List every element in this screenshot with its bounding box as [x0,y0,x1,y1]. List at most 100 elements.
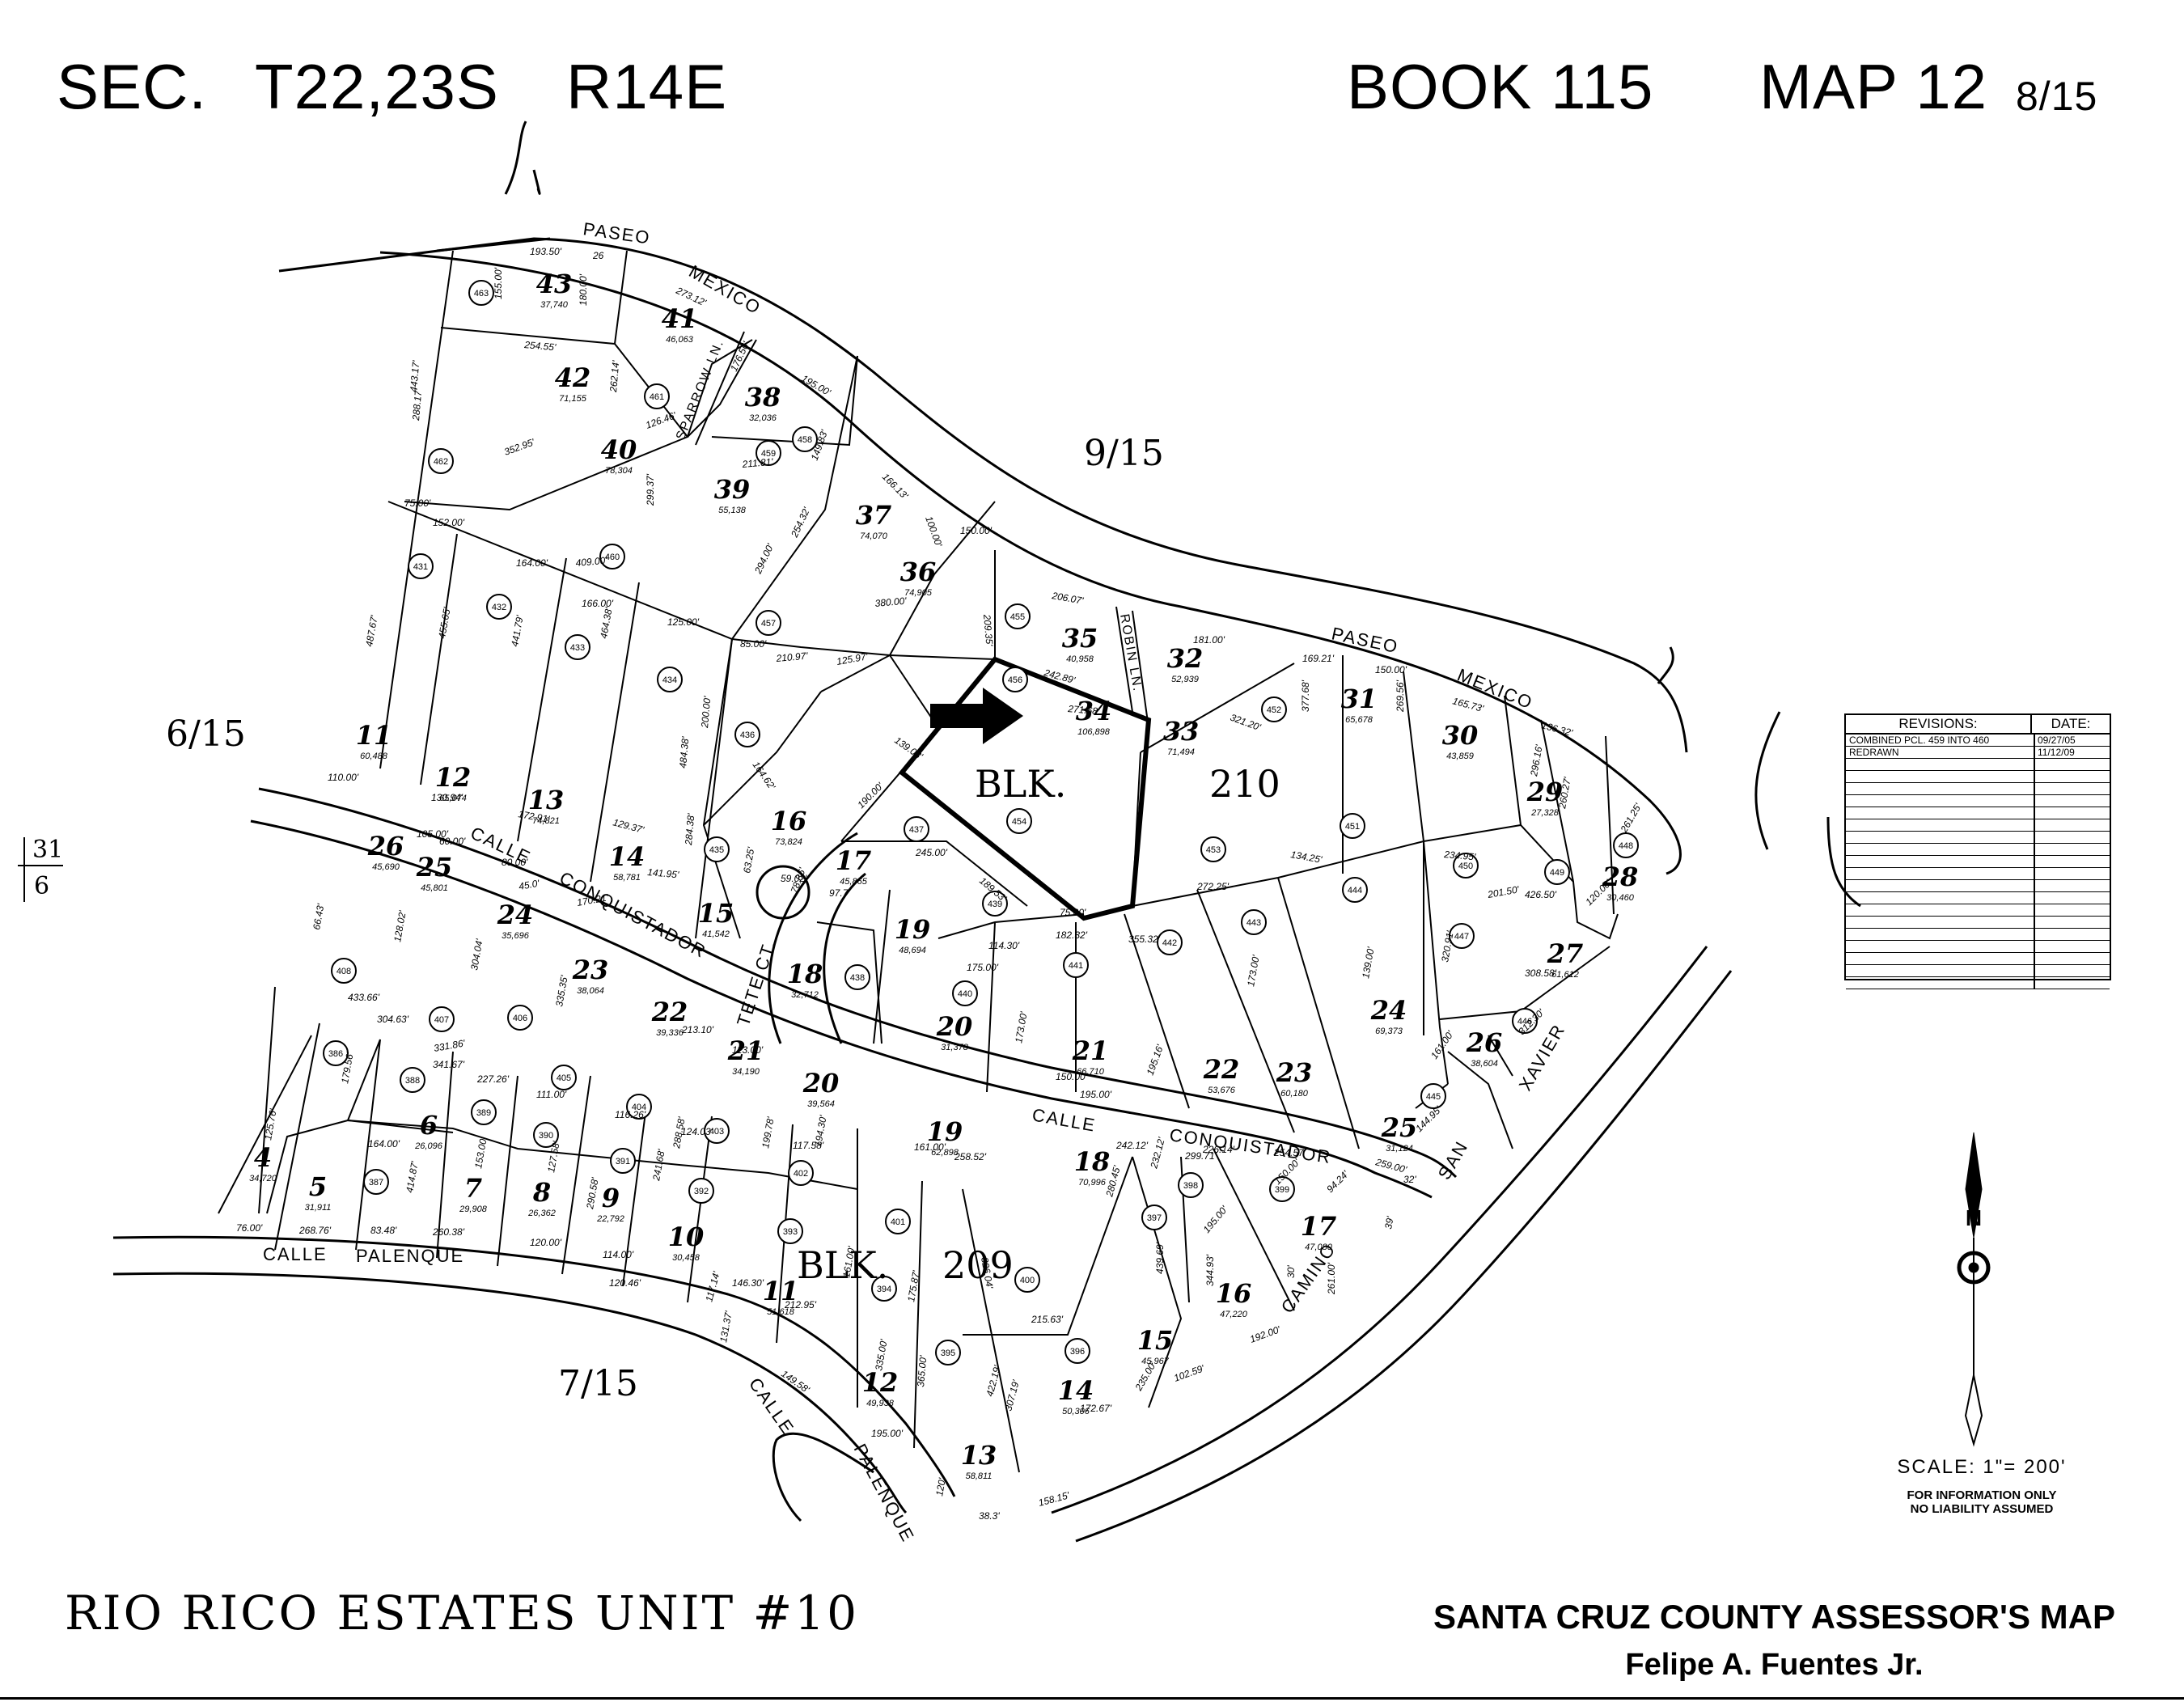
lots-43-42-divider [440,250,628,345]
parcel-lot-number: 17 [836,845,872,876]
parcel-number-circle [1014,1267,1040,1293]
dimension-label: 83.48' [370,1225,397,1236]
parcel-number-circle [408,553,434,579]
revision-date: 11/12/09 [2038,747,2075,758]
dimension-label: 152.00' [433,517,465,528]
parcel-number-circle [331,958,357,984]
dimension-label: 335.00' [873,1338,890,1372]
parcel-number-circle [952,980,978,1006]
dimension-label: 114.30' [988,940,1020,951]
east-road-stub [1754,711,1861,908]
dimension-label: 414.87' [404,1160,421,1194]
dimension-label: 426.50' [1525,889,1557,900]
parcel-number-circle [471,1099,497,1125]
parcel-number: 401 [891,1217,905,1227]
parcel-lot-number: 17 [1301,1211,1337,1242]
dimension-label: 235.00' [1132,1359,1158,1393]
parcel-lot-number: 16 [1216,1278,1252,1309]
parcel-lot-number: 22 [1203,1054,1240,1085]
dimension-label: 254.32' [789,505,813,540]
lot-24-26-edges [1277,823,1619,1085]
dimension-label: 268.76' [298,1225,332,1236]
parcel-number-circle [468,280,494,306]
parcel-number: 456 [1008,675,1022,685]
dimension-label: 288.17' [410,387,424,421]
parcel-number-circle [904,816,929,842]
dimension-label: 38.3' [979,1510,1000,1522]
dimension-label: 26 [592,250,604,261]
sparrow-ln-lines [687,331,753,446]
paseo-mexico-south-edge [379,237,1682,875]
dimension-label: 206.07' [1050,590,1085,607]
dimension-label: 100.00' [923,514,945,548]
parcel-number: 446 [1517,1017,1532,1027]
parcel-number: 404 [632,1103,646,1112]
parcel-number-circle [1064,1338,1090,1364]
calle-conquistador-south-edge [250,819,1433,1199]
parcel-area: 71,494 [1167,747,1195,757]
parcel-lot-number: 21 [727,1035,764,1066]
revision-empty-row [1846,807,2110,819]
dimension-label: 269.56' [1395,680,1406,713]
parcel-area: 35,696 [502,931,530,941]
parcel-lot-number: 19 [895,914,931,945]
parcel-number-circle [1157,929,1183,955]
